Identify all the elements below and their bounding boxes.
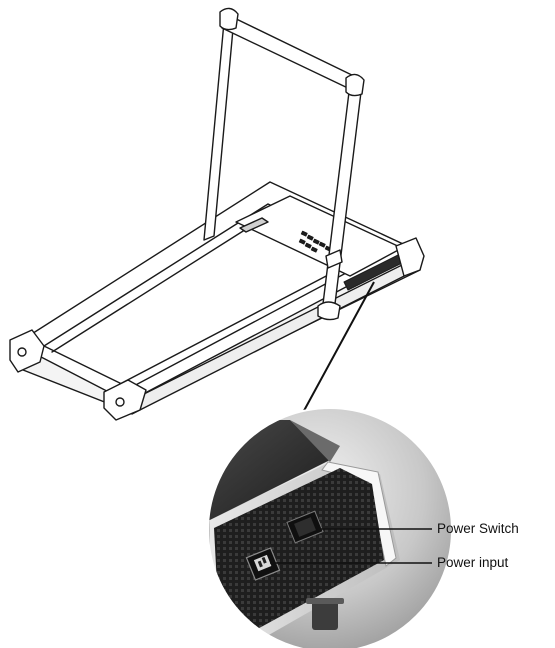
zoom-detail bbox=[208, 408, 452, 648]
handle-foot bbox=[317, 301, 341, 321]
handle-upright-left bbox=[203, 17, 235, 241]
hood-recess bbox=[239, 217, 269, 233]
control-buttons bbox=[298, 230, 332, 253]
belt-line bbox=[51, 213, 271, 353]
power-input-socket bbox=[245, 547, 281, 581]
zoom-leader-line bbox=[299, 281, 375, 419]
power-switch bbox=[286, 510, 324, 544]
power-switch-label: Power Switch bbox=[437, 521, 519, 536]
handle-joint bbox=[345, 73, 365, 97]
treadmill-drawing bbox=[9, 7, 425, 421]
handle-joint bbox=[219, 7, 239, 31]
zoom-frame bbox=[207, 407, 453, 648]
front-endcap bbox=[103, 379, 147, 421]
power-input-label: Power input bbox=[437, 555, 509, 570]
front-endcap bbox=[9, 329, 45, 373]
rear-endcap bbox=[395, 237, 425, 277]
upright-hinge bbox=[325, 249, 343, 269]
handle-crossbar bbox=[221, 13, 359, 91]
